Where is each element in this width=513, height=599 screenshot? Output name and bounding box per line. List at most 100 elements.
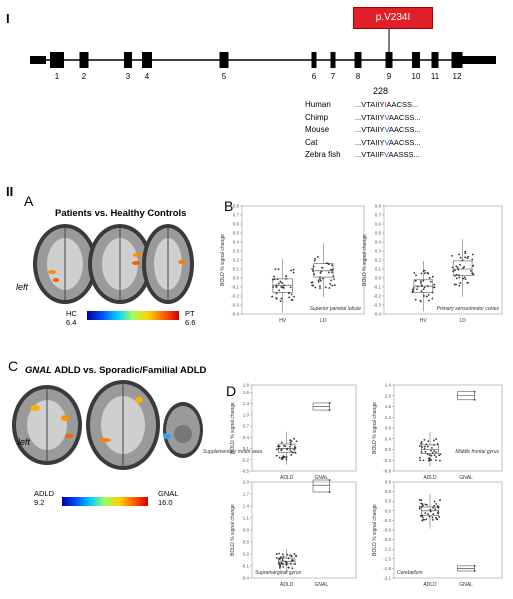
y-tick-label: -0.4 (383, 458, 391, 463)
data-point (328, 479, 331, 481)
data-point (466, 257, 469, 260)
data-point (294, 563, 297, 566)
data-point (278, 445, 281, 448)
data-point (327, 262, 329, 265)
y-axis-label: BOLD % signal change (220, 234, 226, 286)
data-point (472, 264, 475, 267)
data-point (426, 503, 428, 506)
data-point (455, 283, 458, 286)
data-point (427, 440, 430, 443)
y-tick-label: -0.1 (231, 285, 239, 290)
y-tick-label: -0.2 (241, 457, 249, 462)
data-point (289, 286, 292, 289)
x-category-label: HV (420, 318, 428, 324)
data-point (422, 504, 424, 507)
data-point (293, 295, 295, 298)
sequence-prefix: ...VTAIIY (355, 112, 385, 122)
exon-number: 7 (330, 72, 336, 81)
data-point (328, 491, 331, 493)
data-point (428, 454, 431, 456)
data-point (280, 441, 283, 444)
y-tick-label: 0.5 (243, 540, 250, 545)
panel-D-letter: D (226, 383, 237, 399)
data-point (435, 455, 438, 458)
data-point (454, 274, 456, 277)
panel-A-title: Patients vs. Healthy Controls (55, 208, 187, 219)
data-point (320, 270, 323, 273)
data-point (413, 272, 416, 274)
data-point (414, 298, 417, 301)
data-point (314, 257, 316, 260)
data-point (436, 506, 439, 509)
mutation-badge: p.V234I (353, 7, 433, 29)
brain-slice (163, 402, 203, 458)
data-point (422, 279, 425, 282)
data-point (279, 280, 282, 283)
data-point (275, 292, 278, 295)
data-point (433, 500, 436, 503)
colorbar-A-left-name: HC (66, 309, 77, 318)
data-point (275, 285, 278, 288)
sequence-suffix: AACSS... (386, 100, 419, 109)
data-point (290, 450, 293, 453)
exon-8 (354, 52, 362, 68)
y-axis-label: BOLD % signal change (230, 402, 236, 454)
data-point (426, 295, 428, 298)
data-point (423, 272, 426, 275)
data-point (421, 503, 424, 505)
y-axis-label: BOLD % signal change (230, 504, 236, 556)
data-point (422, 518, 425, 521)
data-point (463, 276, 466, 279)
data-point (295, 440, 298, 443)
data-point (278, 558, 281, 561)
data-point (415, 274, 417, 277)
residue: V (384, 150, 389, 159)
data-point (272, 286, 274, 288)
data-point (411, 290, 414, 293)
exon-number: 10 (411, 72, 421, 81)
data-point (294, 447, 297, 449)
region-label: Supplementary motor area (203, 449, 262, 455)
y-tick-label: -0.3 (231, 303, 239, 308)
data-point (332, 275, 335, 278)
data-point (451, 254, 453, 257)
y-axis-label: BOLD % signal change (362, 234, 368, 286)
brain-slice (86, 380, 160, 470)
y-tick-label: 2.4 (385, 383, 392, 388)
data-point (280, 286, 283, 288)
data-point (418, 507, 421, 510)
data-point (271, 278, 274, 281)
residue: V (384, 137, 389, 147)
exon-10 (412, 52, 420, 68)
data-point (421, 514, 424, 517)
y-tick-label: 0.4 (243, 435, 250, 440)
data-point (285, 561, 288, 564)
y-tick-label: -0.3 (383, 518, 391, 523)
data-point (286, 448, 288, 451)
data-point (471, 258, 474, 261)
data-point (314, 286, 317, 289)
species-name: Chimp (305, 112, 329, 122)
data-point (289, 449, 291, 451)
data-point (439, 459, 441, 462)
data-point (280, 297, 283, 300)
sequence-prefix: ...VTAIIY (355, 100, 385, 109)
region-label: Supramarginal gyrus (255, 570, 302, 576)
data-point (331, 264, 333, 267)
colorbar-C-right-name: GNAL (158, 489, 179, 498)
y-tick-label: 0.3 (385, 499, 392, 504)
data-point (319, 276, 321, 278)
data-point (452, 270, 455, 273)
x-category-label: LD (459, 318, 466, 324)
y-tick-label: 0.0 (233, 276, 240, 281)
section-roman-II: II (6, 184, 14, 199)
data-point (473, 564, 476, 567)
data-point (423, 445, 426, 448)
data-point (294, 451, 297, 454)
data-point (292, 451, 294, 454)
data-point (289, 554, 291, 557)
data-point (278, 552, 280, 555)
exon-number: 4 (144, 72, 150, 81)
data-point (426, 445, 429, 448)
data-point (424, 450, 427, 453)
